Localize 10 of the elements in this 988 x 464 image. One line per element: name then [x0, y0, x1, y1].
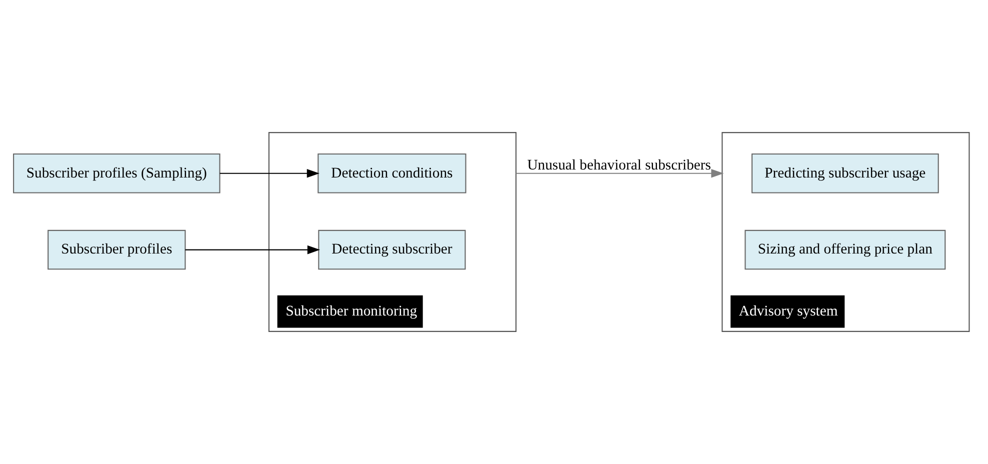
edge-label: Unusual behavioral subscribers: [527, 157, 711, 174]
node-box: Detection conditions: [318, 154, 466, 194]
arrow: [185, 245, 320, 254]
node-box: Predicting subscriber usage: [752, 154, 939, 194]
arrow: [220, 168, 320, 178]
arrow: [516, 168, 724, 178]
node-box: Detecting subscriber: [318, 230, 466, 270]
node-box: Subscriber profiles: [48, 230, 186, 270]
node-box: Subscriber profiles (Sampling): [13, 154, 220, 194]
node-box: Sizing and offering price plan: [744, 230, 946, 270]
